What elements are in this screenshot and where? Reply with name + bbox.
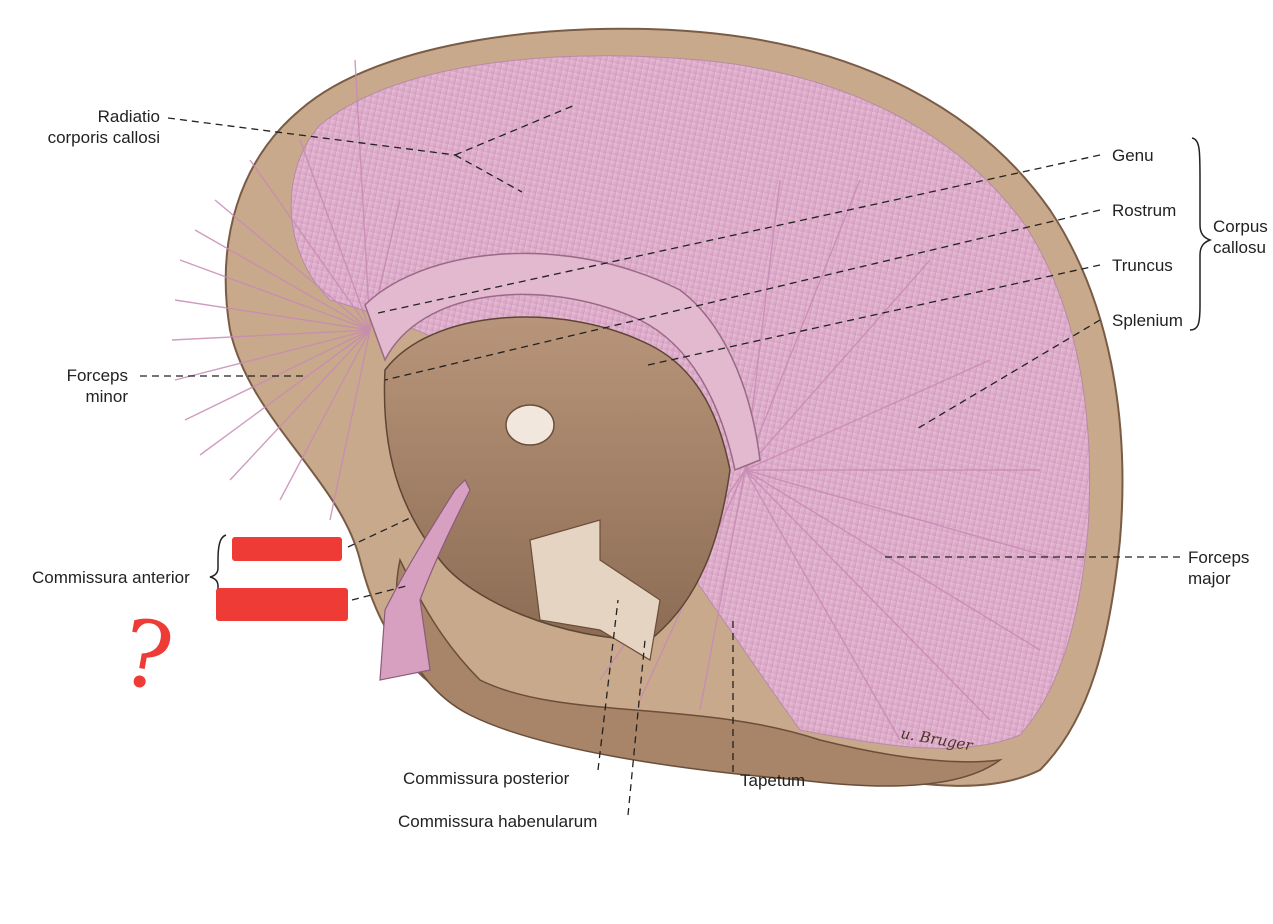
forceps-minor-fibers <box>171 59 401 521</box>
label-radiatio-line1: Radiatio <box>97 107 160 126</box>
label-commissura-anterior: Commissura anterior <box>32 568 190 587</box>
fornix-column <box>529 519 661 661</box>
label-commissura-habenularum: Commissura habenularum <box>398 812 598 831</box>
corpus-callosum-band <box>364 252 761 472</box>
label-forceps-major: Forceps major <box>1188 547 1249 589</box>
label-commissura-posterior: Commissura posterior <box>403 769 570 788</box>
label-forceps-major-line1: Forceps <box>1188 548 1250 567</box>
label-truncus: Truncus <box>1112 256 1173 275</box>
label-forceps-minor-line1: Forceps <box>66 366 128 385</box>
label-genu: Genu <box>1112 146 1154 165</box>
label-corpus-line1: Corpus <box>1213 217 1268 236</box>
label-corpus-line2: callosu <box>1213 238 1266 257</box>
label-radiatio-line2: corporis callosi <box>47 128 160 147</box>
label-tapetum: Tapetum <box>740 771 806 790</box>
anterior-commissure-stalk <box>379 478 471 681</box>
redaction-bar-top <box>232 537 342 561</box>
leader-lines <box>140 104 1180 816</box>
label-forceps-minor-line2: minor <box>85 387 128 406</box>
label-forceps-major-line2: major <box>1188 569 1231 588</box>
interventricular-foramen <box>505 404 555 446</box>
label-forceps-minor: Forceps minor <box>40 365 128 407</box>
label-corpus-callosum: Corpus callosu <box>1213 216 1268 258</box>
corpus-callosum-brace <box>1189 137 1213 331</box>
label-rostrum: Rostrum <box>1112 201 1177 220</box>
label-radiatio-corporis-callosi: Radiatio corporis callosi <box>30 106 160 148</box>
redaction-bar-bottom <box>216 588 348 621</box>
label-splenium: Splenium <box>1112 311 1183 330</box>
lower-brain-mass <box>395 557 1003 787</box>
